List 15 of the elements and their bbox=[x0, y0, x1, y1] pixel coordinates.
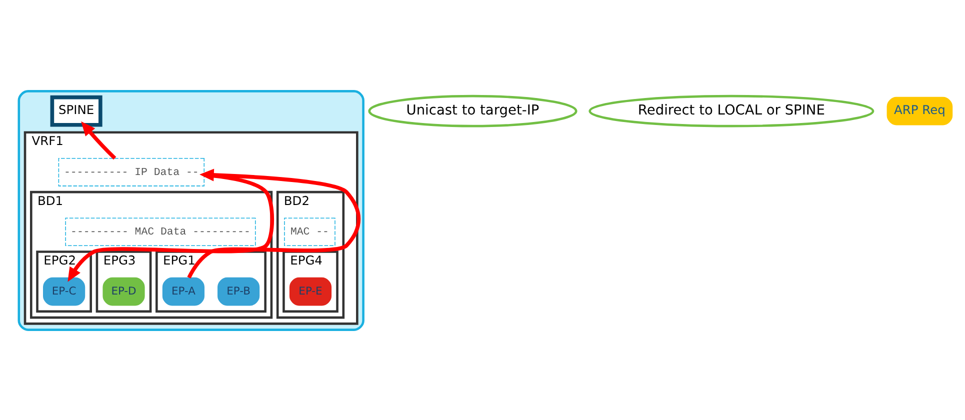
arrow bbox=[81, 120, 116, 160]
node-box: EP-E bbox=[289, 276, 332, 306]
node-box: EP-D bbox=[102, 276, 145, 306]
node-box: ARP Req bbox=[886, 96, 953, 125]
node-ellipse: Redirect to LOCAL or SPINE bbox=[588, 94, 874, 127]
node-box: SPINE bbox=[50, 94, 102, 126]
arrow bbox=[187, 168, 361, 278]
node-box: EP-C bbox=[43, 276, 86, 306]
node-box: EP-B bbox=[218, 276, 260, 306]
node-box: MAC -- bbox=[284, 217, 336, 246]
cluster bbox=[18, 90, 364, 330]
node-ellipse: Unicast to target-IP bbox=[368, 94, 578, 127]
node-box: EP-A bbox=[162, 276, 204, 306]
node-box: ---------- IP Data -- bbox=[58, 158, 204, 186]
node-box: --------- MAC Data --------- bbox=[65, 217, 256, 246]
